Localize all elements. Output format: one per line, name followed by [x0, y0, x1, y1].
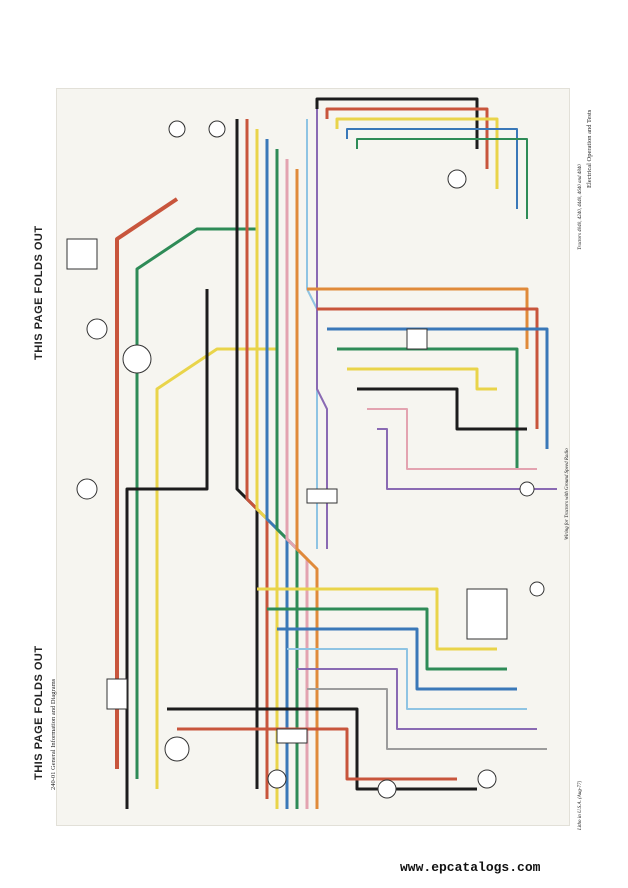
wire-lightblue-harness [306, 119, 318, 549]
wire-yellow-top [335, 117, 499, 189]
wire-green-top [356, 138, 528, 219]
wire-red-main [115, 197, 179, 769]
battery-box [66, 238, 98, 270]
model-line: Tractors 4040, 4240, 4440, 4640 and 4840 [578, 164, 583, 250]
fold-label-top: THIS PAGE FOLDS OUT [33, 225, 45, 360]
starter-component [86, 318, 108, 340]
fold-label-bottom: THIS PAGE FOLDS OUT [33, 645, 45, 780]
lamp-component [519, 481, 535, 497]
horn-component [168, 120, 186, 138]
wire-purple-lamp [377, 428, 557, 490]
instrument-connector-component [164, 736, 190, 762]
wire-green-lower [267, 607, 507, 671]
wire-blue-lower [277, 627, 517, 691]
wire-green-lamp [337, 347, 519, 469]
switch-component [447, 169, 467, 189]
wire-red-lamp [317, 307, 539, 429]
wire-black-main [125, 289, 209, 809]
alternator-component [122, 344, 152, 374]
watermark: www.epcatalogs.com [400, 860, 541, 875]
footer-litho: Litho in U.S.A. (Aug-77) [578, 780, 583, 830]
wire-pink-lamp [367, 408, 537, 470]
wire-black-top [315, 97, 479, 149]
wire-yellow-lamp [347, 367, 497, 391]
horn-component [208, 120, 226, 138]
connector-box [306, 488, 338, 504]
wire-black-lamp [357, 387, 527, 431]
wire-blue-top [346, 128, 518, 209]
wiring-diagram [66, 97, 557, 809]
connector-box [276, 728, 308, 744]
connector-box [406, 328, 428, 350]
sender-component [377, 779, 397, 799]
wire-red-lower [177, 727, 457, 781]
page-header-left: 240-01 General Information and Diagrams [50, 678, 57, 790]
diagram-caption: Wiring for Tractors with Ground Speed Ra… [565, 448, 570, 540]
wire-yellow-lower [257, 587, 497, 651]
circuit-breaker-box [106, 678, 128, 710]
starter-relay-component [76, 478, 98, 500]
lamp-component [529, 581, 545, 597]
wire-purple-harness [316, 109, 328, 549]
page-header-right: Electrical Operation and Tests [586, 109, 593, 188]
switch-component [477, 769, 497, 789]
wire-purple-lower [297, 668, 537, 730]
wire-lightblue-lower [287, 648, 527, 710]
wire-black-lower [167, 707, 477, 791]
wire-yellow-main [155, 347, 277, 789]
wire-grey-lower [307, 688, 547, 750]
wire-blue-lamp [327, 327, 549, 449]
gauge-component [267, 769, 287, 789]
diagram-sheet [56, 88, 570, 826]
lighting-connector-box [466, 588, 508, 640]
wire-green-main [135, 227, 257, 779]
